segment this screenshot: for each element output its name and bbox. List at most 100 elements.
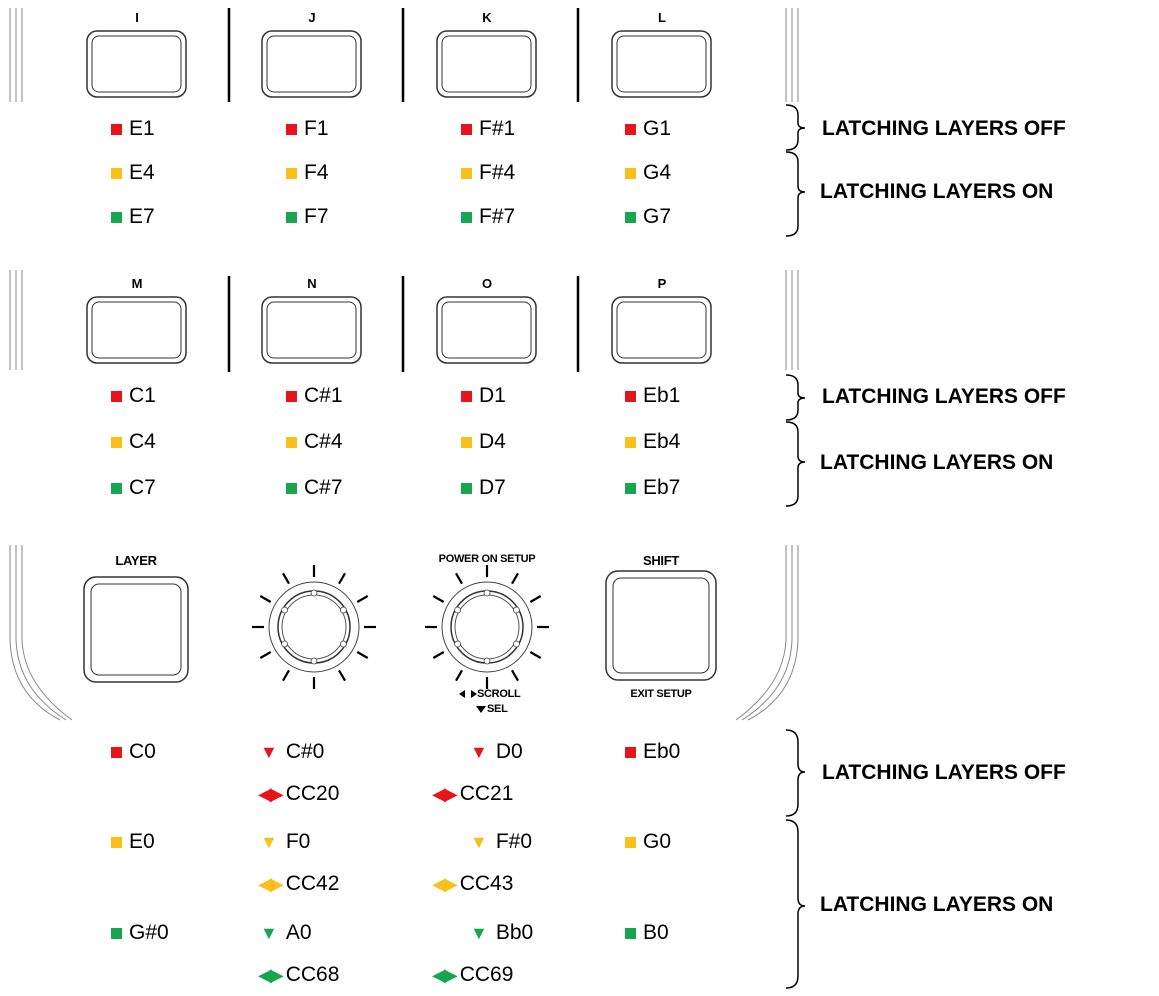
- bank2-note: D7: [461, 476, 506, 500]
- key-label-j: J: [308, 10, 316, 25]
- encoder-2-knob: [425, 565, 549, 689]
- note-value: D7: [479, 476, 506, 499]
- encoder-1-push-note: ▼C#0: [260, 740, 324, 764]
- bank1-note: F#4: [461, 161, 515, 185]
- red-led-square-icon: [286, 123, 297, 135]
- red-led-square-icon: [625, 746, 636, 758]
- key-label-p: P: [657, 276, 667, 291]
- exit-setup-label: EXIT SETUP: [630, 688, 692, 700]
- note-value: D1: [479, 384, 506, 407]
- yellow-turn-arrows-icon: ◀▶: [258, 874, 284, 894]
- note-value: Eb0: [643, 740, 681, 763]
- pad-k: [436, 30, 537, 98]
- red-led-square-icon: [111, 390, 122, 402]
- layer-button: [83, 576, 189, 683]
- shift-note: B0: [625, 921, 669, 945]
- encoder-2-turn-note: ◀▶CC43: [432, 872, 513, 896]
- note-value: CC43: [459, 872, 514, 895]
- note-value: CC68: [285, 963, 340, 986]
- yellow-led-square-icon: [625, 836, 636, 848]
- green-turn-arrows-icon: ◀▶: [258, 965, 284, 985]
- green-push-triangle-icon: ▼: [470, 923, 488, 943]
- encoder-1-turn-note: ◀▶CC20: [258, 782, 339, 806]
- note-value: E7: [129, 205, 155, 228]
- note-value: CC42: [285, 872, 340, 895]
- encoder-2-turn-note: ◀▶CC21: [432, 782, 513, 806]
- yellow-led-square-icon: [625, 167, 636, 179]
- shift-note: G0: [625, 830, 671, 854]
- key-label-m: M: [131, 276, 143, 291]
- note-value: CC21: [459, 782, 514, 805]
- pad-p: [611, 296, 712, 364]
- note-value: C4: [129, 430, 156, 453]
- red-push-triangle-icon: ▼: [470, 742, 488, 762]
- green-led-square-icon: [461, 211, 472, 223]
- bank1-note: F#7: [461, 205, 515, 229]
- bank1-note: F7: [286, 205, 329, 229]
- yellow-led-square-icon: [461, 436, 472, 448]
- green-led-square-icon: [461, 482, 472, 494]
- note-value: Eb1: [643, 384, 681, 407]
- green-led-square-icon: [111, 927, 122, 939]
- note-value: E0: [129, 830, 155, 853]
- red-led-square-icon: [111, 746, 122, 758]
- side-label-on: LATCHING LAYERS ON: [820, 451, 1054, 474]
- yellow-led-square-icon: [111, 836, 122, 848]
- bank1-note: F#1: [461, 117, 515, 141]
- green-push-triangle-icon: ▼: [260, 923, 278, 943]
- red-led-square-icon: [111, 123, 122, 135]
- bank2-note: C1: [111, 384, 156, 408]
- yellow-led-square-icon: [286, 436, 297, 448]
- yellow-push-triangle-icon: ▼: [470, 832, 488, 852]
- green-led-square-icon: [625, 482, 636, 494]
- side-label-on: LATCHING LAYERS ON: [820, 893, 1054, 916]
- red-turn-arrows-icon: ◀▶: [432, 784, 458, 804]
- bank1-note: E4: [111, 161, 155, 185]
- encoder-1-turn-note: ◀▶CC42: [258, 872, 339, 896]
- note-value: G7: [643, 205, 672, 228]
- encoder-1-turn-note: ◀▶CC68: [258, 963, 339, 987]
- bank1-note: F4: [286, 161, 329, 185]
- yellow-led-square-icon: [286, 167, 297, 179]
- pad-o: [436, 296, 537, 364]
- note-value: F#4: [479, 161, 516, 184]
- bank2-note: C#1: [286, 384, 343, 408]
- key-label-i: I: [135, 10, 139, 25]
- note-value: Eb7: [643, 476, 681, 499]
- green-led-square-icon: [111, 482, 122, 494]
- note-value: CC20: [285, 782, 340, 805]
- bank2-note: Eb7: [625, 476, 680, 500]
- bank2-note: D1: [461, 384, 506, 408]
- red-led-square-icon: [461, 123, 472, 135]
- green-led-square-icon: [625, 927, 636, 939]
- note-value: CC69: [459, 963, 514, 986]
- pad-l: [611, 30, 712, 98]
- encoder-1-push-note: ▼A0: [260, 921, 312, 945]
- layer-note: E0: [111, 830, 155, 854]
- bank2-note: Eb1: [625, 384, 680, 408]
- green-led-square-icon: [286, 211, 297, 223]
- green-led-square-icon: [286, 482, 297, 494]
- bank2-note: C7: [111, 476, 156, 500]
- note-value: F7: [304, 205, 329, 228]
- note-value: D0: [495, 740, 523, 763]
- bank1-note: E1: [111, 117, 155, 141]
- green-turn-arrows-icon: ◀▶: [432, 965, 458, 985]
- note-value: E1: [129, 117, 155, 140]
- note-value: F1: [304, 117, 329, 140]
- bank2-note: D4: [461, 430, 506, 454]
- yellow-led-square-icon: [461, 167, 472, 179]
- note-value: G0: [643, 830, 672, 853]
- encoder-2-push-note: ▼ D0: [470, 740, 523, 764]
- note-value: C#4: [304, 430, 343, 453]
- layer-note: C0: [111, 740, 156, 764]
- pad-n: [261, 296, 362, 364]
- bank2-note: Eb4: [625, 430, 680, 454]
- yellow-led-square-icon: [111, 436, 122, 448]
- yellow-led-square-icon: [111, 167, 122, 179]
- side-label-off: LATCHING LAYERS OFF: [822, 761, 1066, 784]
- note-value: B0: [643, 921, 669, 944]
- pad-i: [86, 30, 187, 98]
- note-value: F0: [285, 830, 311, 853]
- encoder-1-push-note: ▼F0: [260, 830, 310, 854]
